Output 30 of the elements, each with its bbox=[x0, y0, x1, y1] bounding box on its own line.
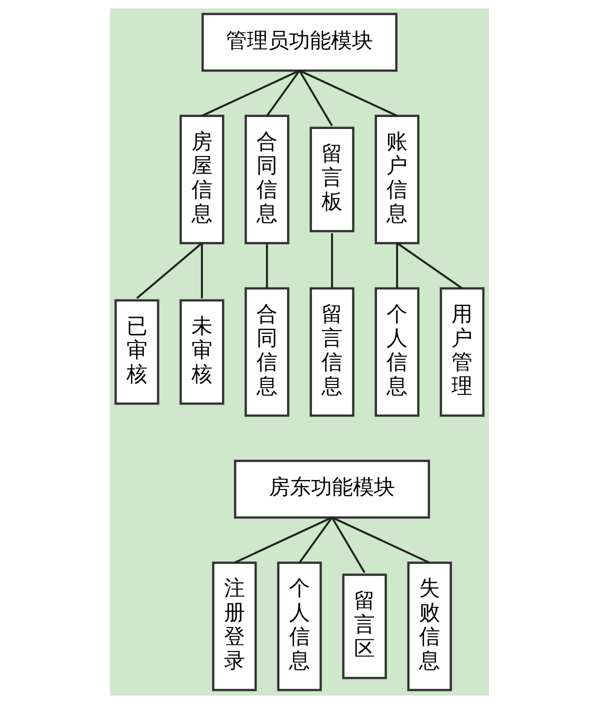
node-box: 合同信息 bbox=[244, 287, 290, 417]
connector bbox=[136, 242, 203, 300]
connector bbox=[396, 242, 463, 290]
node-box: 失败信息 bbox=[407, 562, 452, 692]
connector bbox=[234, 516, 332, 564]
node-box: 留言信息 bbox=[310, 287, 354, 417]
node-box: 合同信息 bbox=[244, 114, 290, 244]
node-box: 账户信息 bbox=[374, 114, 420, 244]
node-box: 个人信息 bbox=[277, 562, 322, 692]
node-box: 用户管理 bbox=[440, 287, 484, 417]
node-box: 个人信息 bbox=[374, 287, 420, 417]
connector bbox=[266, 243, 268, 288]
node-box: 已审核 bbox=[114, 299, 160, 405]
node-box: 未审核 bbox=[180, 299, 224, 405]
connector bbox=[298, 516, 333, 564]
node-box: 留言板 bbox=[310, 126, 354, 232]
connector bbox=[331, 233, 334, 288]
node-box: 管理员功能模块 bbox=[202, 12, 398, 72]
node-box: 房东功能模块 bbox=[234, 460, 430, 519]
connector bbox=[266, 70, 300, 116]
connector bbox=[396, 243, 398, 288]
connector bbox=[332, 516, 430, 564]
node-box: 注册登录 bbox=[212, 562, 257, 692]
node-box: 留言区 bbox=[342, 574, 387, 680]
connector bbox=[299, 70, 398, 117]
connector bbox=[331, 516, 366, 574]
connector bbox=[298, 70, 333, 126]
connector bbox=[202, 70, 300, 117]
node-box: 房屋信息 bbox=[180, 114, 224, 244]
connector bbox=[200, 243, 203, 298]
